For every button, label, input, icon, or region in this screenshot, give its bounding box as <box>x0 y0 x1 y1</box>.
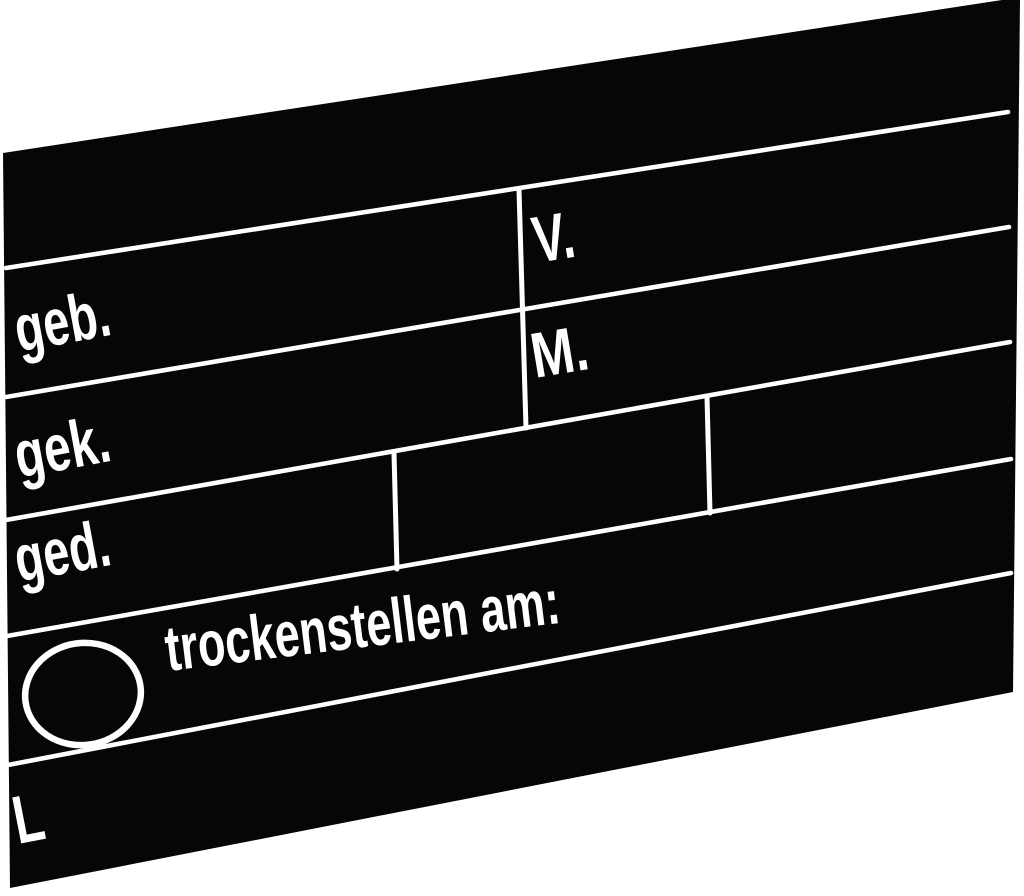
circle-marker <box>21 639 145 749</box>
row-divider-3 <box>3 339 1013 523</box>
ged-label: ged. <box>8 506 116 596</box>
row-divider-1 <box>3 109 1011 271</box>
row-divider-5 <box>5 570 1014 768</box>
row-divider-2 <box>3 224 1012 400</box>
row-divider-4 <box>4 456 1014 639</box>
grid-lines <box>3 109 1014 768</box>
geb-label: geb. <box>8 276 116 366</box>
gek-label: gek. <box>8 402 116 492</box>
column-divider-left <box>391 450 400 572</box>
m-label: M. <box>525 311 593 391</box>
column-divider-vm <box>516 187 529 431</box>
column-divider-right <box>704 394 713 516</box>
board-surface <box>3 0 1020 888</box>
